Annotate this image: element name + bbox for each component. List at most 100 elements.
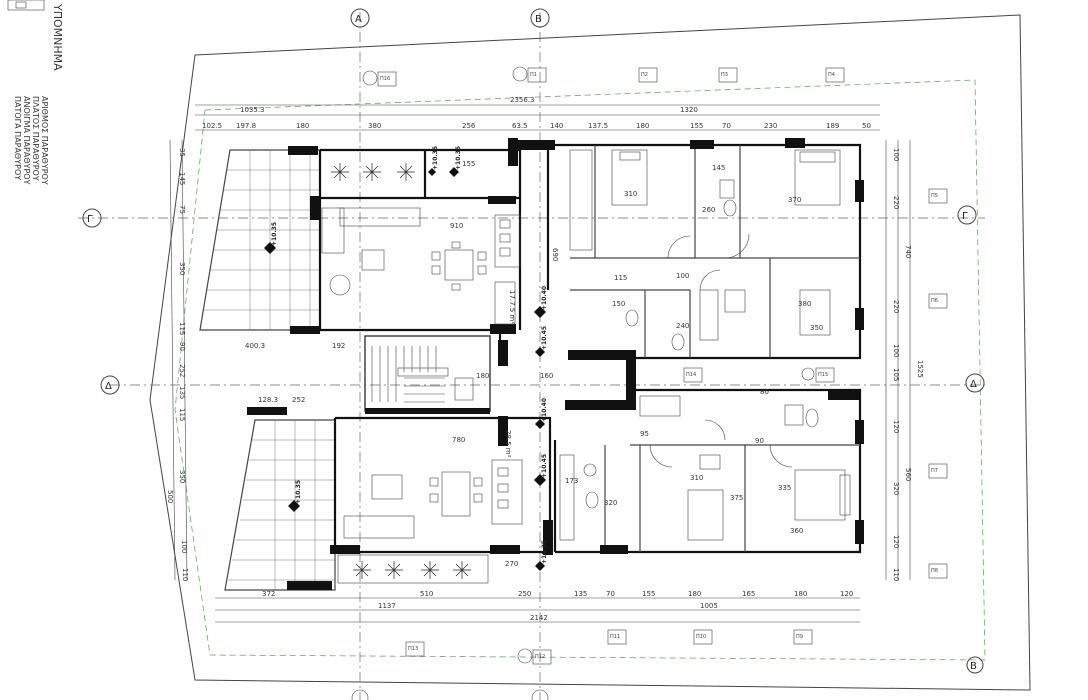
svg-text:137.5: 137.5 [588,122,608,130]
svg-text:320: 320 [604,499,617,507]
svg-text:2142: 2142 [530,614,548,622]
svg-text:+10.35: +10.35 [455,146,462,170]
right-dimension-lines: 100 220 740 220 100 105 1525 120 560 320… [885,140,924,581]
legend-item-3: ΑΝΟΙΓΜΑ ΠΑΡΑΘΥΡΟΥ [22,96,31,185]
svg-text:145: 145 [712,164,725,172]
svg-text:155: 155 [690,122,703,130]
svg-text:+10.45: +10.45 [541,454,548,478]
svg-text:Π9: Π9 [796,634,803,640]
svg-text:100: 100 [892,148,900,161]
svg-text:Π16: Π16 [380,76,390,82]
svg-text:28.5 m²: 28.5 m² [504,430,512,458]
svg-text:380: 380 [798,300,811,308]
svg-text:Γ: Γ [87,214,93,225]
lower-bedroom-wing [553,388,864,554]
svg-text:50: 50 [862,122,871,130]
svg-text:95: 95 [640,430,649,438]
svg-text:240: 240 [676,322,689,330]
svg-text:128.3: 128.3 [258,396,278,404]
svg-text:70: 70 [722,122,731,130]
svg-text:1525: 1525 [916,360,924,378]
svg-text:Π10: Π10 [696,634,706,640]
svg-text:310: 310 [690,474,703,482]
site-boundary [149,14,1031,691]
svg-text:560: 560 [904,468,912,481]
svg-text:Π15: Π15 [818,372,828,378]
svg-text:350: 350 [810,324,823,332]
svg-text:Π8: Π8 [931,568,938,574]
terrace-upper [199,146,321,334]
svg-text:Π12: Π12 [535,654,545,660]
svg-text:360: 360 [790,527,803,535]
svg-text:Π5: Π5 [931,193,938,199]
grid-marker-top-b: Β [530,8,550,28]
svg-text:256: 256 [462,122,476,130]
interior-dimensions: 400.3 192 128.3 252 910 780 155 160 180 … [245,160,823,568]
svg-text:Δ: Δ [105,381,112,392]
svg-text:189: 189 [826,122,839,130]
svg-text:+10.40: +10.40 [541,398,548,422]
svg-text:75: 75 [178,205,186,214]
svg-text:110: 110 [181,568,189,581]
svg-text:70: 70 [606,590,615,598]
svg-text:Α: Α [355,14,362,25]
legend-item-4: ΠΑΤΟΓΑ ΠΑΡΑΘΥΡΟΥ [13,96,22,180]
svg-text:115: 115 [614,274,627,282]
legend-item-1: ΑΡΙΘΜΟΣ ΠΑΡΑΘΥΡΟΥ [40,96,49,185]
svg-text:17.7.5 m²: 17.7.5 m² [508,290,516,324]
svg-text:102.5: 102.5 [202,122,222,130]
svg-text:740: 740 [904,245,912,258]
svg-text:145: 145 [178,172,186,185]
svg-text:380: 380 [368,122,381,130]
top-dimension-lines: 2356.3 1035.3 1320 102.5 197.8 180 380 2… [195,96,880,131]
svg-text:115: 115 [178,408,186,421]
svg-text:197.8: 197.8 [236,122,256,130]
svg-text:135: 135 [178,386,186,399]
svg-text:160: 160 [540,372,553,380]
svg-text:260: 260 [702,206,715,214]
svg-text:+10.40: +10.40 [541,286,548,310]
svg-text:1035.3: 1035.3 [240,106,265,114]
svg-text:510: 510 [420,590,433,598]
svg-text:400.3: 400.3 [245,342,265,350]
window-tags: Π1 Π2 Π3 Π4 Π5 Π6 Π7 Π8 Π9 Π10 Π11 Π12 Π… [362,66,948,665]
planter-plants-upper [331,163,415,181]
svg-text:180: 180 [688,590,701,598]
svg-text:1320: 1320 [680,106,698,114]
svg-text:910: 910 [450,222,463,230]
grid-marker-right-d: Δ [965,373,985,393]
svg-text:Π1: Π1 [530,72,537,78]
svg-text:150: 150 [612,300,625,308]
grid-marker-left-d: Δ [100,375,120,395]
level-markers: +10.35 +10.35 +10.40 +10.45 +10.40 +10.4… [264,146,548,571]
svg-text:320: 320 [892,482,900,495]
svg-text:252: 252 [178,364,186,377]
svg-text:252: 252 [292,396,305,404]
svg-text:Π11: Π11 [610,634,620,640]
svg-text:180: 180 [794,590,807,598]
svg-text:115: 115 [178,322,186,335]
left-dimension-lines: 35 145 75 350 115 90 252 135 115 350 500… [166,139,189,581]
svg-text:100: 100 [892,344,900,357]
svg-text:375: 375 [730,494,743,502]
planter-plants-lower [353,561,471,579]
svg-text:Γ: Γ [962,211,968,222]
svg-text:Π2: Π2 [641,72,648,78]
lower-apartment-walls [330,416,553,584]
svg-text:140: 140 [550,122,563,130]
stair-core [364,335,636,414]
svg-text:120: 120 [892,535,900,548]
svg-text:90: 90 [178,342,186,351]
svg-text:+10.45: +10.45 [541,326,548,350]
svg-text:180: 180 [636,122,649,130]
svg-text:230: 230 [764,122,777,130]
svg-text:1005: 1005 [700,602,718,610]
svg-text:+10.35: +10.35 [432,146,439,170]
svg-text:90: 90 [755,437,764,445]
svg-text:100: 100 [180,540,188,553]
svg-text:372: 372 [262,590,275,598]
upper-bedroom-wing [515,138,864,360]
svg-text:270: 270 [505,560,518,568]
grid-marker-top-a: Α [350,8,370,28]
